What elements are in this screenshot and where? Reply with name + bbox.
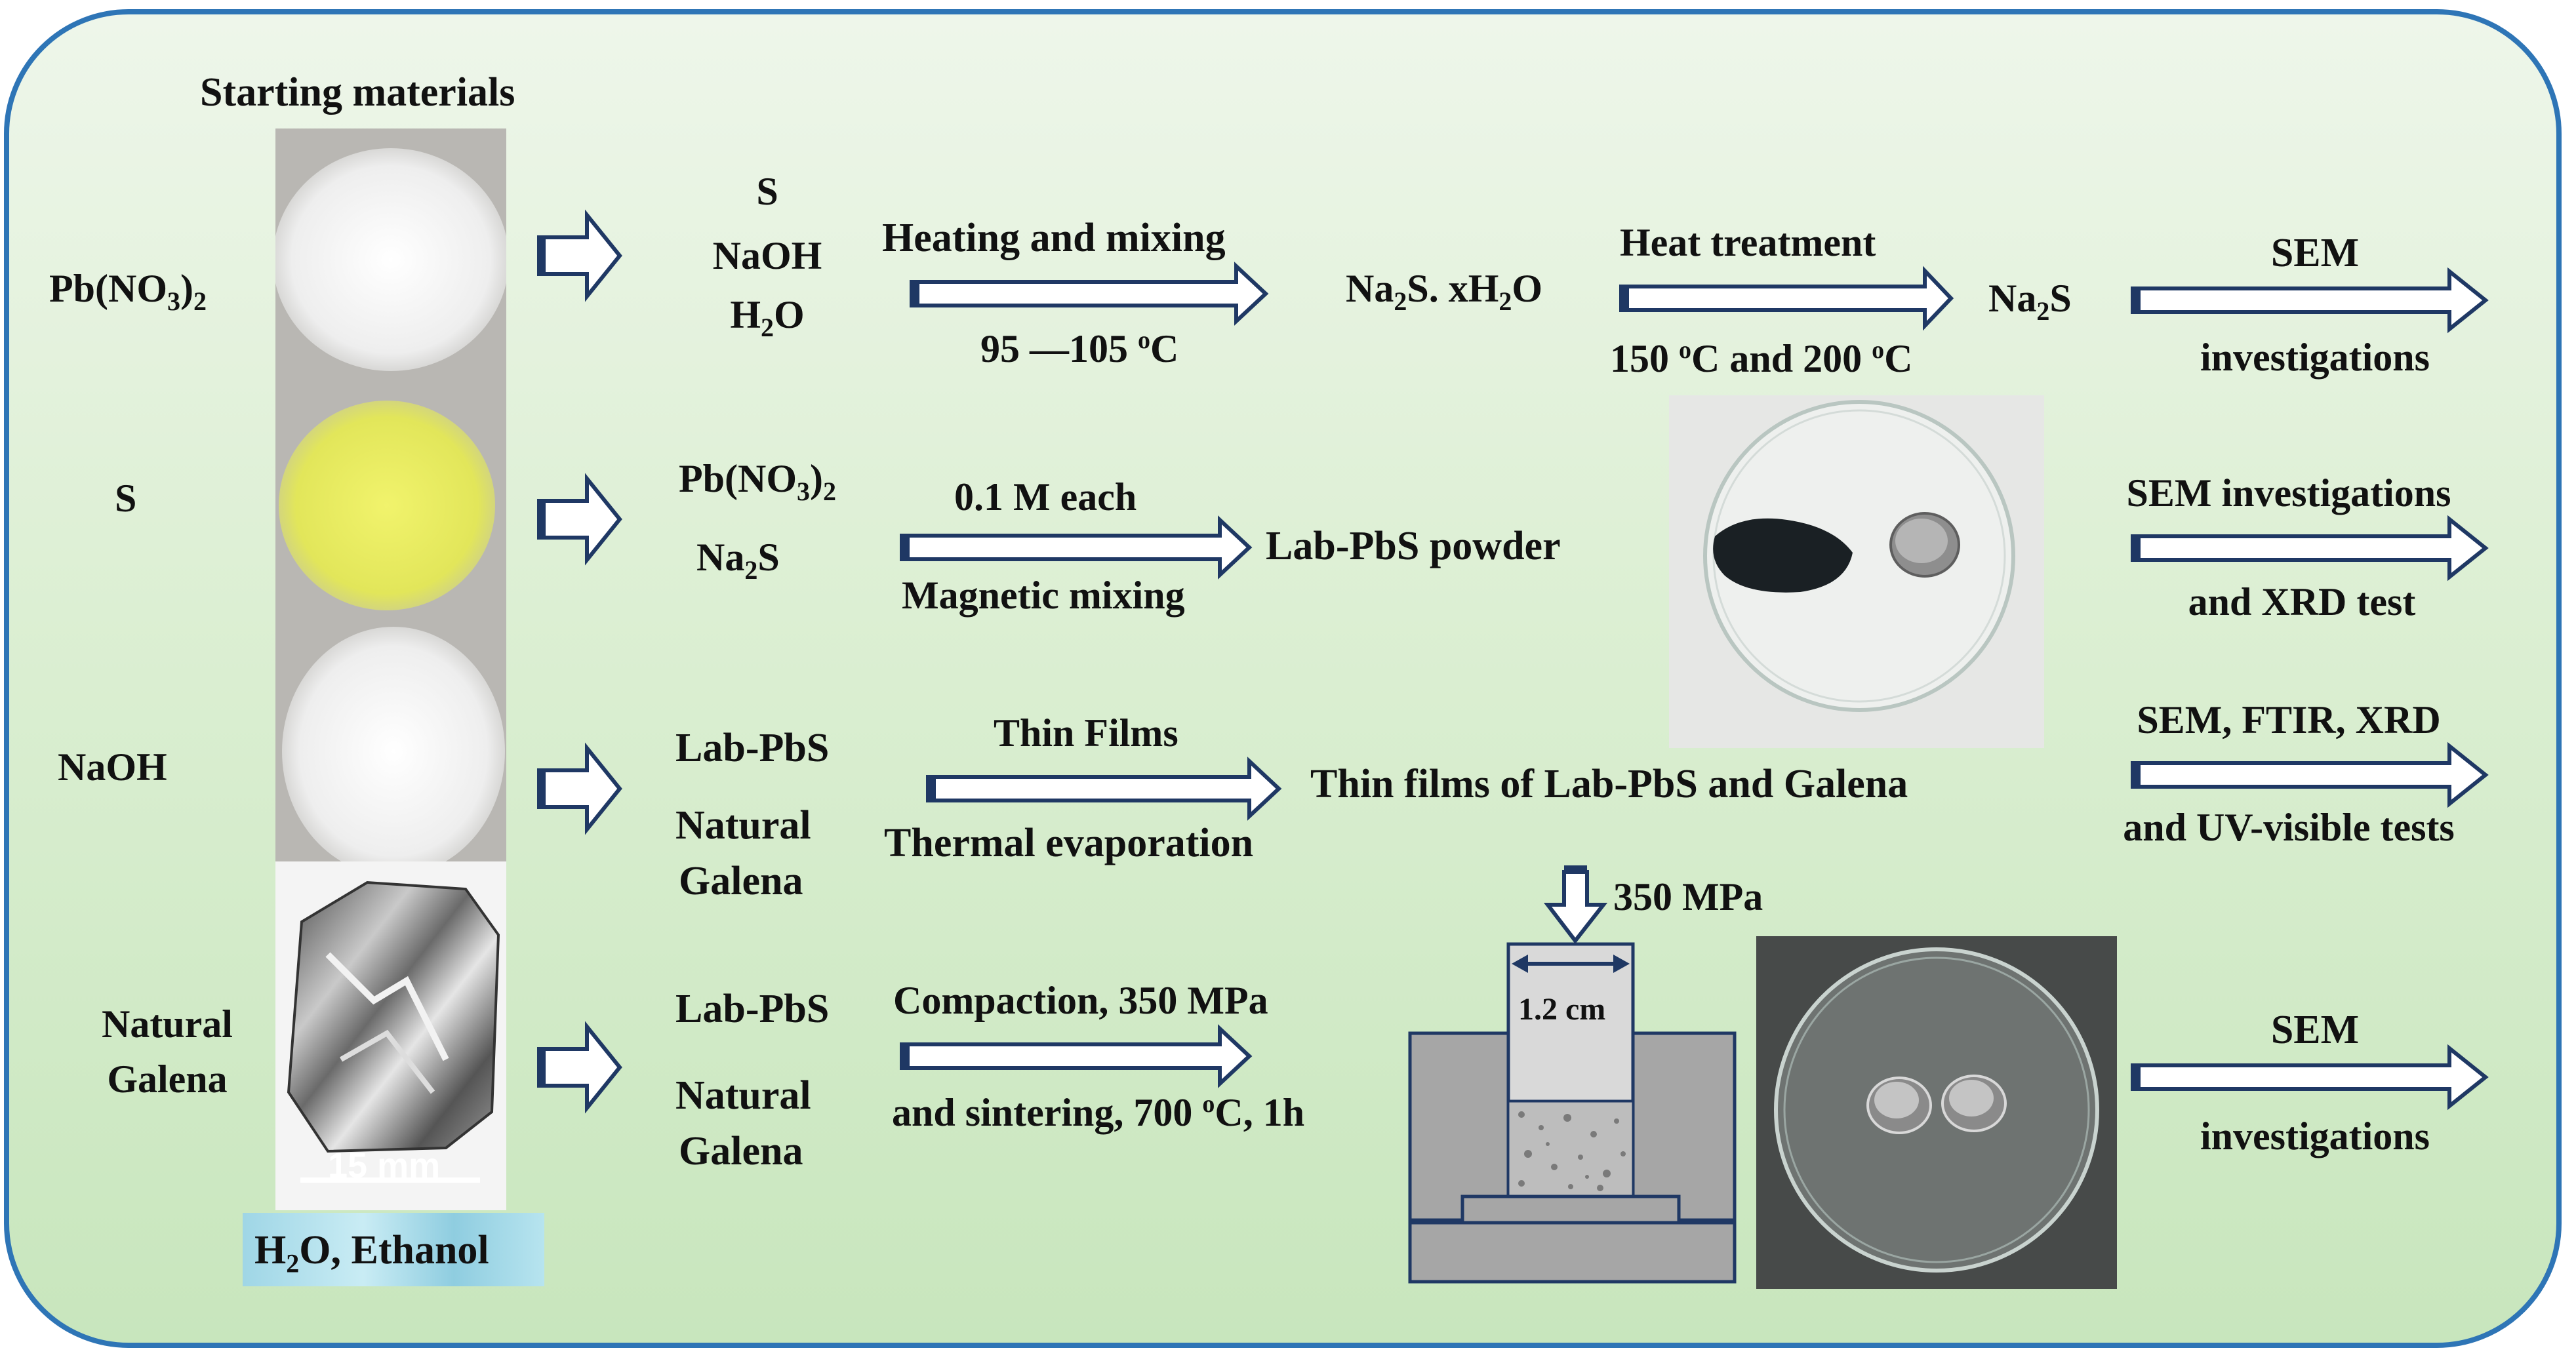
solvents-label: H2O, Ethanol [254, 1228, 489, 1278]
pbno3-powder [275, 148, 506, 371]
petri-dish [1703, 400, 2015, 712]
sulfur-powder [279, 401, 495, 610]
row1-hydrate-product: Na2S. xH2O [1346, 267, 1543, 316]
scale-bar [300, 1177, 480, 1183]
row2-sem-label: SEM investigations [2126, 471, 2451, 515]
row4-pressure-label: 350 MPa [1613, 875, 1763, 919]
row1-heating-label: Heating and mixing [882, 216, 1226, 260]
row3-uv-visible-label: and UV-visible tests [2123, 806, 2455, 849]
row2-input-na2s: Na2S [696, 536, 780, 585]
solvents-box: H2O, Ethanol [243, 1213, 544, 1286]
row3-sem-ftir-xrd-label: SEM, FTIR, XRD [2137, 698, 2441, 741]
label-s: S [115, 477, 137, 520]
row1-sem-label: SEM [2270, 231, 2360, 275]
row4-input-lab-pbs: Lab-PbS [675, 987, 830, 1031]
row4-input-natural: Natural [675, 1073, 811, 1118]
row3-input-lab-pbs: Lab-PbS [675, 726, 830, 770]
sintered-pellets-photo [1756, 936, 2117, 1289]
row3-thin-films-product: Thin films of Lab-PbS and Galena [1310, 762, 1908, 806]
label-naoh: NaOH [58, 745, 167, 789]
row1-na2s-product: Na2S [1988, 277, 2072, 326]
row1-input-h2o: H2O [730, 293, 805, 342]
naoh-flakes [282, 627, 505, 876]
row1-input-naoh: NaOH [712, 234, 822, 277]
scale-label: 15 mm [328, 1146, 441, 1185]
starting-materials-title: Starting materials [200, 70, 515, 115]
row3-input-galena: Galena [679, 859, 803, 903]
row4-die-width-label: 1.2 cm [1518, 992, 1606, 1027]
starting-materials-photo-strip: 15 mm [275, 128, 506, 1210]
row2-xrd-label: and XRD test [2188, 580, 2416, 623]
label-pbno3: Pb(NO3)2 [49, 267, 207, 316]
petri-dish-2 [1774, 947, 2099, 1273]
row1-heat-temps-label: 150 oC and 200 oC [1610, 336, 1913, 380]
row4-sem-label: SEM [2270, 1008, 2360, 1052]
row2-lab-pbs-powder: Lab-PbS powder [1266, 524, 1561, 568]
row1-temperature-label: 95 —105 oC [980, 326, 1179, 370]
row2-magnetic-mixing-label: Magnetic mixing [902, 574, 1185, 617]
row4-input-galena: Galena [679, 1129, 803, 1174]
row1-heat-treatment-label: Heat treatment [1620, 221, 1876, 264]
materials-photo [275, 128, 506, 1210]
lab-pbs-powder-photo [1669, 395, 2044, 748]
row1-input-s: S [756, 170, 778, 213]
row3-input-natural: Natural [675, 803, 811, 848]
row3-thermal-evaporation-label: Thermal evaporation [884, 821, 1254, 865]
row4-investigations-label: investigations [2200, 1115, 2430, 1158]
row2-concentration-label: 0.1 M each [954, 475, 1137, 519]
row1-investigations-label: investigations [2200, 336, 2430, 379]
row4-sintering-label: and sintering, 700 oC, 1h [892, 1090, 1305, 1134]
row4-compaction-label: Compaction, 350 MPa [893, 979, 1268, 1022]
pbs-powder-pile [1713, 518, 1853, 593]
row2-input-pbno3: Pb(NO3)2 [679, 457, 836, 506]
galena-rock [287, 880, 500, 1153]
row3-thin-films-label: Thin Films [994, 711, 1178, 755]
